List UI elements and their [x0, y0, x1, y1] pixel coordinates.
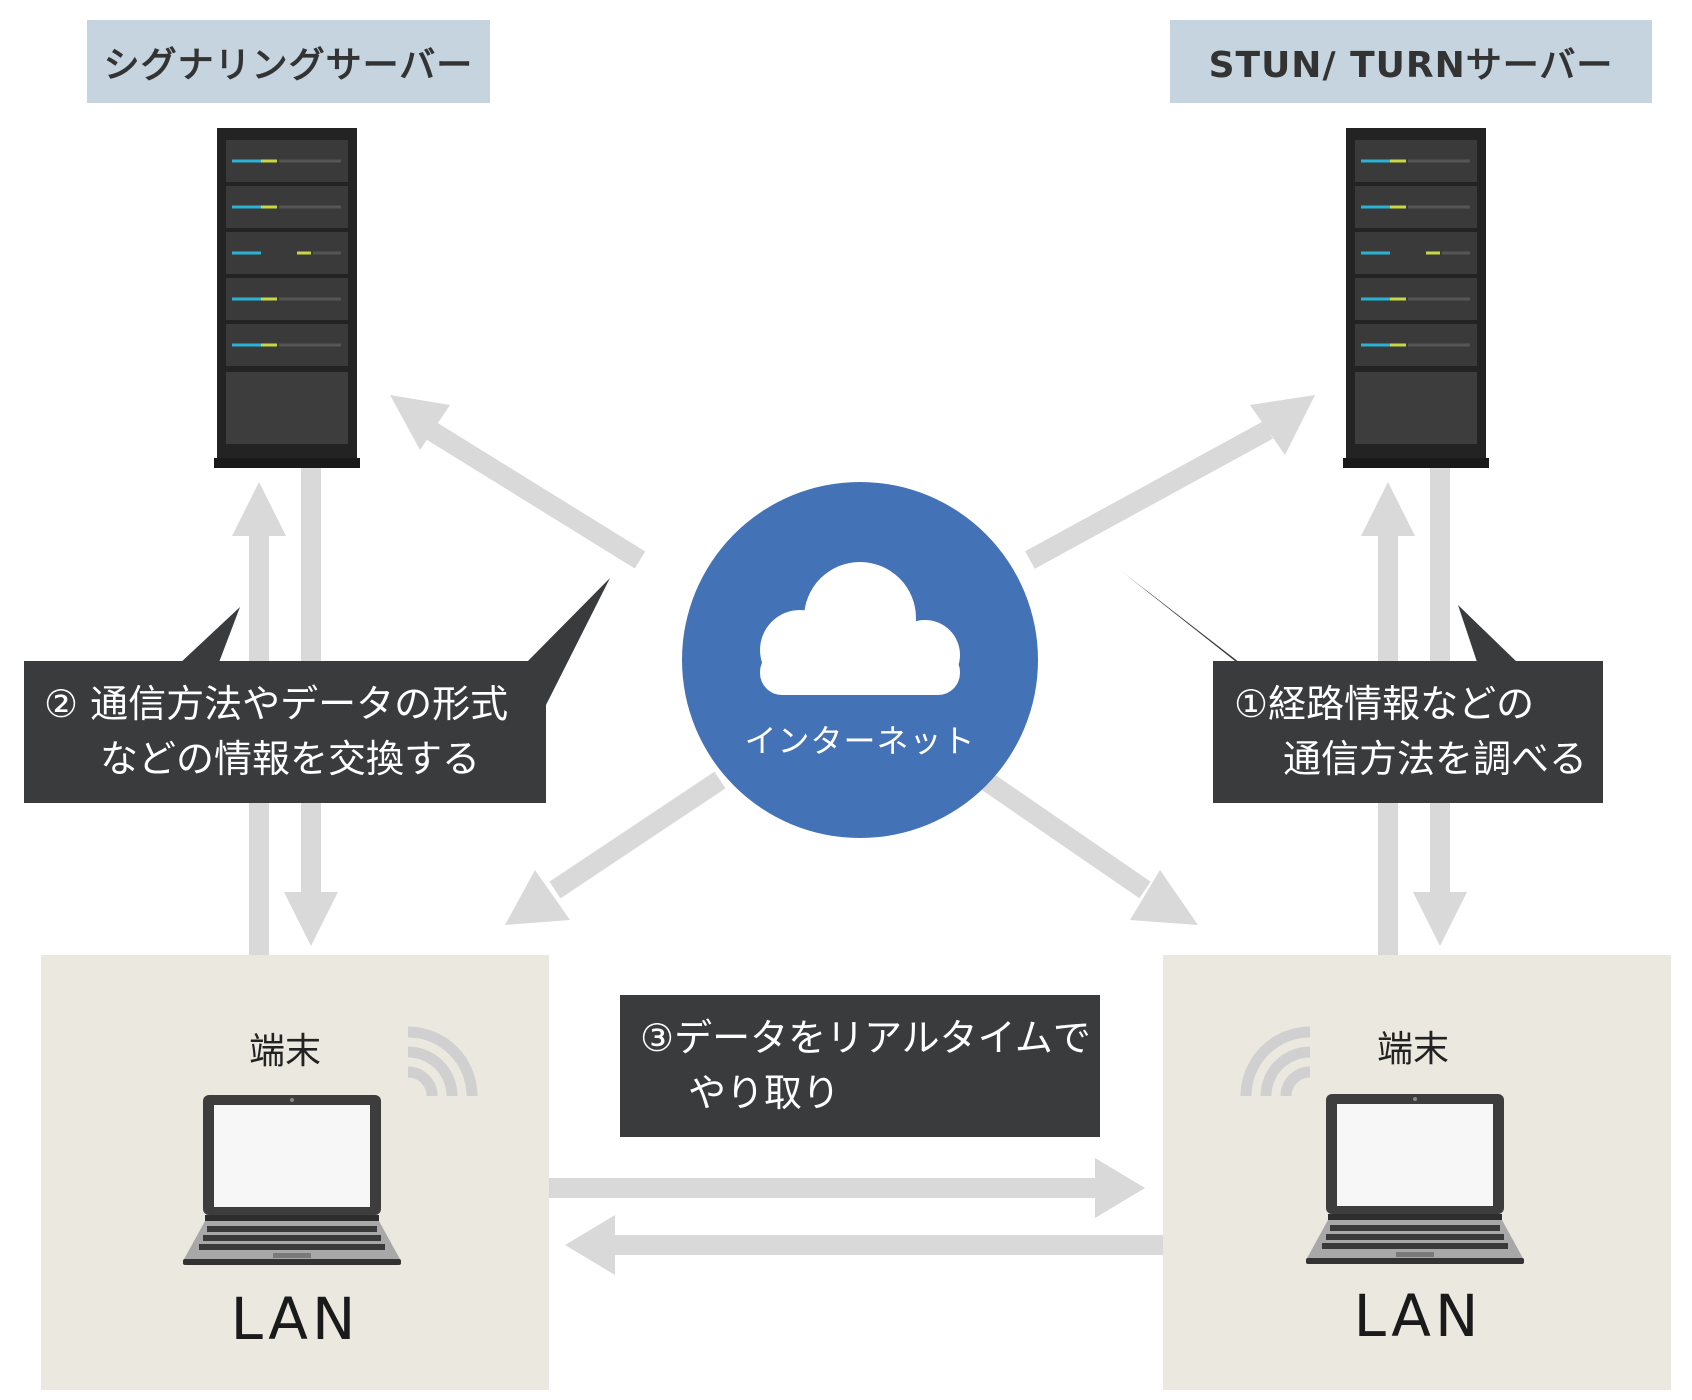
callout-1-tail-left: [1120, 570, 1275, 690]
callout-3-line1: ③データをリアルタイムで: [640, 1016, 1091, 1060]
callout-1-box: [1213, 661, 1603, 803]
callout-2-line1: ② 通信方法やデータの形式: [44, 682, 509, 726]
right-terminal-label: 端末: [1376, 1029, 1449, 1070]
callout-1-line1: ①経路情報などの: [1234, 682, 1535, 726]
stun-turn-server-label: STUN/ TURNサーバー: [1170, 20, 1652, 103]
right-lan-label: LAN: [1353, 1282, 1483, 1350]
callout-2-tail-left: [178, 607, 240, 665]
left-wifi-icon: [407, 1026, 478, 1097]
cloud-icon: [760, 562, 960, 695]
left-lan-label: LAN: [230, 1285, 360, 1353]
callout-1-line2: 通信方法を調べる: [1283, 737, 1588, 781]
callout-2-box: [24, 661, 546, 803]
left-terminal-label: 端末: [248, 1031, 321, 1072]
stun-turn-server-icon: [1341, 126, 1491, 470]
signaling-server-icon: [212, 126, 362, 470]
callout-3-line2: やり取り: [688, 1071, 841, 1115]
internet-label: インターネット: [744, 722, 976, 760]
signaling-server-label: シグナリングサーバー: [87, 20, 490, 103]
callout-3-box: [620, 995, 1100, 1137]
right-wifi-icon: [1240, 1026, 1311, 1097]
callout-1-tail-right: [1458, 605, 1520, 665]
callout-2-line2: などの情報を交換する: [100, 737, 481, 781]
left-laptop-icon: [183, 1095, 401, 1265]
right-laptop-icon: [1306, 1094, 1524, 1264]
